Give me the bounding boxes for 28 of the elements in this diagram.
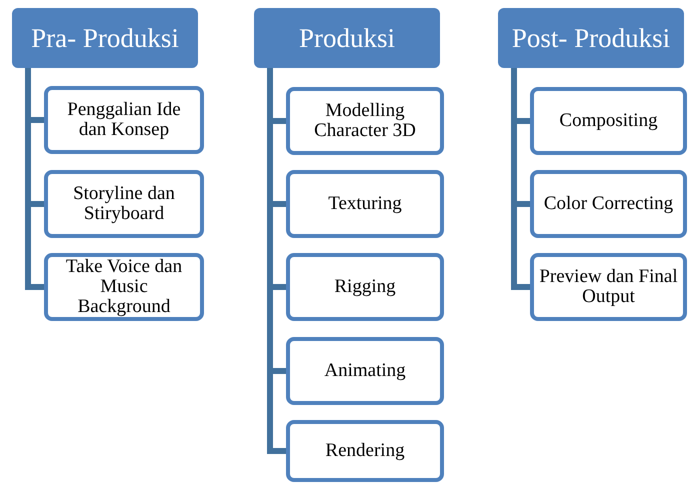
task-box — [44, 170, 204, 238]
task-label: Color Correcting — [544, 194, 674, 214]
task-label: Penggalian Ide dan Konsep — [66, 100, 182, 140]
task-label: Rendering — [325, 441, 405, 461]
task-label: Animating — [324, 361, 406, 381]
task-box — [286, 253, 444, 321]
task-box — [286, 337, 444, 405]
task-label: Take Voice dan Music Background — [64, 257, 184, 317]
task-label: Texturing — [328, 194, 402, 214]
task-box — [530, 170, 687, 238]
phase-header-box — [254, 8, 440, 68]
phase-title: Produksi — [298, 24, 396, 52]
task-label: Preview dan Final Output — [538, 267, 679, 307]
task-label: Rigging — [334, 277, 396, 297]
phase-header-box — [498, 8, 684, 68]
task-label: Compositing — [559, 111, 658, 131]
task-box — [286, 170, 444, 238]
phase-header-box — [12, 8, 198, 68]
task-box — [44, 86, 204, 154]
task-label: Storyline dan Stiryboard — [72, 184, 176, 224]
task-box — [44, 253, 204, 321]
phase-title: Post- Produksi — [512, 24, 670, 52]
task-box — [530, 253, 687, 321]
phase-title: Pra- Produksi — [31, 24, 179, 52]
task-box — [530, 87, 687, 155]
task-box — [286, 420, 444, 482]
task-box — [286, 87, 444, 155]
task-label: Modelling Character 3D — [313, 101, 417, 141]
